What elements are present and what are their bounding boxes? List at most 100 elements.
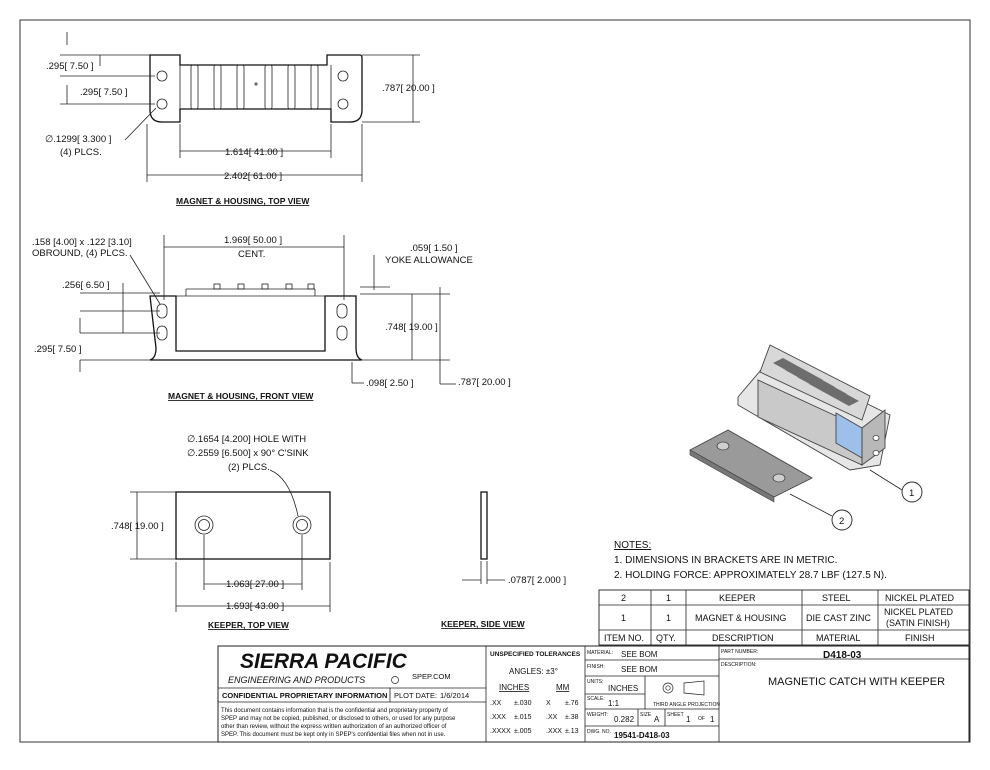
balloon-2 — [831, 509, 853, 531]
balloon-1 — [901, 481, 923, 503]
bom-cell: 1 — [666, 593, 671, 603]
bom-header: MATERIAL — [816, 633, 860, 643]
note-1: 1. DIMENSIONS IN BRACKETS ARE IN METRIC. — [614, 555, 837, 566]
units-value: INCHES — [608, 684, 638, 693]
bom-header: FINISH — [905, 633, 935, 643]
keeper-side-view: .0787[ 2.000 ] KEEPER, SIDE VIEW — [441, 491, 566, 629]
bom-cell: STEEL — [822, 593, 851, 603]
top-hole-callout: ∅.1299[ 3.300 ] — [45, 134, 111, 145]
keeper-hole-note-2: ∅.2559 [6.500] x 90° C'SINK — [187, 448, 309, 459]
registered-icon — [391, 676, 399, 684]
keeper-dim-1: .748[ 19.00 ] — [111, 521, 164, 532]
sheet-label: SHEET — [667, 712, 684, 718]
keeper-top-view: ∅.1654 [4.200] HOLE WITH ∅.2559 [6.500] … — [111, 434, 331, 630]
bom-cell: DIE CAST ZINC — [806, 613, 871, 623]
balloon-2-label: 2 — [839, 516, 844, 527]
front-dim-3: .748[ 19.00 ] — [385, 322, 438, 333]
company-name: SIERRA PACIFIC — [240, 650, 408, 673]
tol-cell: .XXX — [546, 728, 562, 735]
top-view: .295[ 7.50 ] .295[ 7.50 ] .787[ 20.00 ] … — [45, 32, 435, 206]
scale-label: SCALE: — [587, 696, 605, 702]
mount-hole — [337, 98, 349, 110]
keeper-side-title: KEEPER, SIDE VIEW — [441, 619, 526, 629]
front-view-title: MAGNET & HOUSING, FRONT VIEW — [168, 391, 314, 401]
legal-line: This document contains information that … — [221, 708, 448, 714]
tol-cell: .XXX — [490, 714, 506, 721]
finish-label: FINISH: — [587, 664, 605, 670]
tol-heading: UNSPECIFIED TOLERANCES — [490, 651, 581, 658]
keeper-top-title: KEEPER, TOP VIEW — [208, 620, 290, 630]
balloon-1-label: 1 — [909, 488, 914, 499]
legal-line: SPEP and may not be copied, published, o… — [221, 716, 456, 722]
bom-cell: 1 — [621, 613, 626, 623]
legal-line: SPEP. This document must be kept only in… — [221, 732, 446, 738]
sheet-value: 1 — [686, 715, 691, 724]
tol-cell: .XXXX — [490, 728, 511, 735]
front-view: 1.969[ 50.00 ] CENT. .158 [4.00] x .122 … — [32, 235, 511, 401]
tol-angles: ANGLES: ±3° — [509, 667, 558, 676]
front-dim-5: .787[ 20.00 ] — [458, 377, 511, 388]
csink-hole — [292, 515, 312, 535]
projection-icon — [662, 680, 705, 696]
description-label: DESCRIPTION: — [721, 662, 757, 668]
bom-cell: 2 — [621, 593, 626, 603]
obround-slot — [336, 325, 348, 341]
projection-label: THIRD ANGLE PROJECTION — [653, 702, 720, 708]
material-label: MATERIAL: — [587, 650, 613, 656]
top-dim-4: 1.614[ 41.00 ] — [225, 147, 283, 158]
bom-table: 2 1 KEEPER STEEL NICKEL PLATED 1 1 MAGNE… — [598, 589, 970, 646]
front-dim-cent: 1.969[ 50.00 ] — [224, 235, 282, 246]
notes-block: NOTES: 1. DIMENSIONS IN BRACKETS ARE IN … — [614, 540, 887, 581]
tol-cell: ±.005 — [514, 728, 532, 735]
part-number: D418-03 — [823, 650, 862, 661]
bom-header: QTY. — [656, 633, 676, 643]
bom-header: DESCRIPTION — [712, 633, 774, 643]
front-dim-4: .098[ 2.50 ] — [366, 378, 414, 389]
dwg-value: 19541-D418-03 — [614, 731, 670, 740]
description-value: MAGNETIC CATCH WITH KEEPER — [768, 676, 945, 688]
obround-slot — [336, 303, 348, 319]
plot-date: 1/6/2014 — [440, 691, 469, 700]
material-value: SEE BOM — [621, 650, 658, 659]
bom-cell-finish-line2: (SATIN FINISH) — [886, 618, 950, 628]
tol-inches-header: INCHES — [499, 683, 529, 692]
front-dim-2: .295[ 7.50 ] — [34, 344, 82, 355]
front-cent-label: CENT. — [238, 249, 265, 260]
bom-cell: KEEPER — [719, 593, 756, 603]
legal-line: other than review, without the express w… — [221, 724, 447, 730]
top-dim-1: .295[ 7.50 ] — [46, 61, 94, 72]
tol-cell: .XX — [490, 700, 502, 707]
keeper-dim-2: 1.063[ 27.00 ] — [226, 579, 284, 590]
keeper-side-dim: .0787[ 2.000 ] — [508, 575, 566, 586]
top-dim-3: .787[ 20.00 ] — [382, 83, 435, 94]
keeper-outline — [175, 491, 331, 560]
dwg-label: DWG. NO. — [587, 729, 611, 735]
scale-value: 1:1 — [608, 699, 620, 708]
keeper-dim-3: 1.693[ 43.00 ] — [226, 601, 284, 612]
yoke-label: YOKE ALLOWANCE — [385, 255, 473, 266]
size-label: SIZE — [640, 712, 652, 718]
housing-top-outline — [149, 54, 363, 123]
mount-hole — [337, 70, 349, 82]
bom-header: ITEM NO. — [604, 633, 644, 643]
title-block: SIERRA PACIFIC ENGINEERING AND PRODUCTS … — [217, 645, 970, 743]
top-hole-qty: (4) PLCS. — [60, 147, 102, 158]
company-sub: ENGINEERING AND PRODUCTS — [228, 675, 365, 685]
size-value: A — [654, 715, 660, 724]
top-dim-5: 2.402[ 61.00 ] — [224, 171, 282, 182]
bom-cell-finish-line1: NICKEL PLATED — [884, 607, 954, 617]
company-website[interactable]: SPEP.COM — [412, 672, 451, 681]
tol-mm-header: MM — [556, 683, 570, 692]
isometric-view: 1 2 — [689, 344, 923, 531]
tol-cell: ±.38 — [565, 714, 579, 721]
bom-cell: MAGNET & HOUSING — [695, 613, 786, 623]
part-number-label: PART NUMBER: — [721, 649, 758, 655]
sheet-total: 1 — [710, 715, 715, 724]
weight-value: 0.282 — [614, 715, 635, 724]
confidential-label: CONFIDENTIAL PROPRIETARY INFORMATION — [222, 691, 387, 700]
bom-cell: 1 — [666, 613, 671, 623]
tol-cell: ±.015 — [514, 714, 532, 721]
tol-cell: .XX — [546, 714, 558, 721]
plot-date-label: PLOT DATE: — [394, 691, 437, 700]
weight-label: WEIGHT: — [587, 712, 608, 718]
